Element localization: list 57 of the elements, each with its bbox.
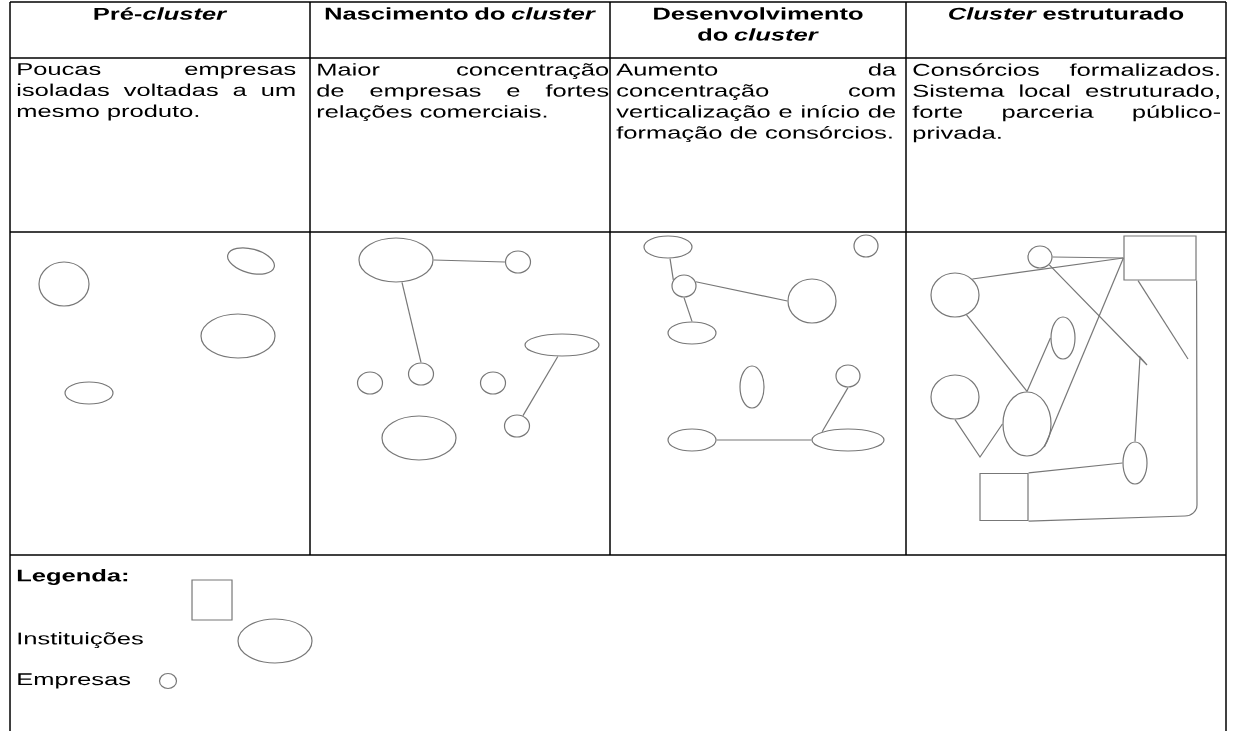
connector-line — [821, 387, 849, 433]
circle-symbol — [853, 234, 879, 258]
description-text: Aumento da concentração com verticalização e início de formação de consórcios. — [616, 63, 897, 143]
ellipse-symbol — [739, 365, 765, 409]
connector-line — [1028, 462, 1123, 474]
ellipse-symbol — [200, 313, 276, 359]
description-text: Maior concentração de empresas e fortes relações comerciais. — [317, 63, 609, 122]
description-text: Poucas empresas isoladas voltadas a um mesmo produto. — [17, 63, 296, 121]
description-text: Consórcios formalizados. Sistema local estruturado, forte parceria público-privada. — [912, 63, 1220, 143]
connector-line — [1048, 264, 1148, 442]
circle-symbol — [503, 414, 531, 438]
connector-line — [522, 355, 559, 417]
square-symbol — [979, 472, 1029, 522]
header-text: Cluster estruturado — [949, 7, 1184, 20]
legend-text: Instituições — [18, 632, 143, 648]
header-text: Pré-cluster — [94, 7, 228, 20]
circle-symbol — [930, 272, 980, 318]
connector-line — [716, 439, 812, 441]
header-text: Desenvolvimento do cluster — [654, 7, 863, 41]
ellipse-symbol — [667, 321, 717, 345]
connector-line — [1043, 257, 1124, 448]
ellipse-symbol — [1122, 441, 1148, 485]
legend-title: Legenda: — [17, 569, 128, 585]
header-text: Nascimento do cluster — [325, 7, 596, 20]
connector-line — [433, 259, 506, 263]
ellipse-symbol — [1002, 391, 1052, 457]
ellipse-symbol — [524, 333, 600, 357]
connector-line — [683, 297, 693, 322]
ellipse-symbol — [643, 235, 693, 259]
ellipse-symbol — [1050, 316, 1076, 360]
connector-line — [1026, 337, 1051, 392]
square-symbol — [1123, 235, 1197, 281]
ellipse-symbol — [358, 237, 434, 283]
connector-line — [1137, 280, 1189, 360]
connector-line — [1028, 280, 1198, 522]
connector-line — [669, 257, 674, 281]
connector-line — [695, 281, 788, 302]
connector-line — [1052, 256, 1124, 259]
circle-symbol — [930, 374, 980, 420]
circle-symbol — [479, 371, 507, 395]
circle-symbol — [787, 278, 837, 324]
ellipse-symbol — [811, 428, 885, 452]
connector-line — [971, 257, 1124, 280]
circle-symbol — [835, 364, 861, 388]
ellipse-symbol — [381, 415, 457, 461]
ellipse-symbol — [64, 381, 114, 405]
legend-text: Empresas — [18, 673, 131, 689]
circle-symbol — [407, 362, 435, 386]
ellipse-symbol — [667, 428, 717, 452]
connector-line — [401, 281, 422, 363]
connector-line — [965, 314, 1028, 392]
circle-symbol — [1027, 245, 1053, 269]
circle-symbol — [671, 274, 697, 298]
connector-line — [954, 419, 1003, 459]
circle-symbol — [38, 261, 90, 307]
circle-symbol — [504, 250, 532, 274]
circle-symbol — [356, 371, 384, 395]
